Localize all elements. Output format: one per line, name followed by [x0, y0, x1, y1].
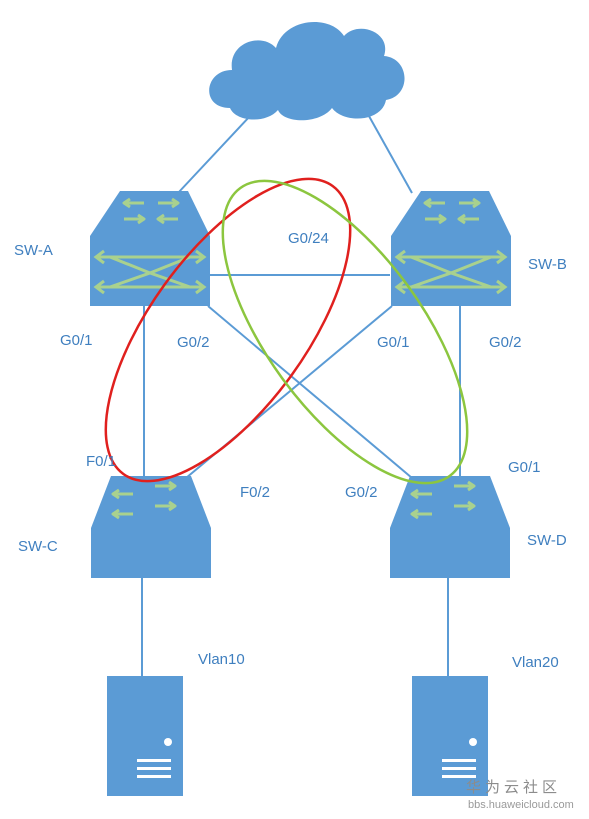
- port-label-b-g01: G0/1: [377, 334, 410, 351]
- sw-d-label: SW-D: [527, 532, 567, 549]
- port-label-d-g01: G0/1: [508, 459, 541, 476]
- core-switch-icon: [90, 191, 210, 306]
- red-loop: [104, 177, 352, 483]
- green-loop: [221, 179, 469, 485]
- watermark-url: bbs.huaweicloud.com: [468, 799, 574, 811]
- vlan20-label: Vlan20: [512, 654, 559, 671]
- server-icon: [107, 676, 183, 796]
- server-icon: [412, 676, 488, 796]
- sw-b-label: SW-B: [528, 256, 567, 273]
- port-label-a-g01: G0/1: [60, 332, 93, 349]
- core-switch-icon: [391, 191, 511, 306]
- sw-c-label: SW-C: [18, 538, 58, 555]
- port-label-d-g02: G0/2: [345, 484, 378, 501]
- vlan10-label: Vlan10: [198, 651, 245, 668]
- port-label-c-f01: F0/1: [86, 453, 116, 470]
- port-label-a-b: G0/24: [288, 230, 329, 247]
- watermark-brand: 华为云社区: [466, 778, 561, 796]
- port-label-a-g02: G0/2: [177, 334, 210, 351]
- access-switch-icon: [91, 476, 211, 578]
- access-switch-icon: [390, 476, 510, 578]
- port-label-b-g02: G0/2: [489, 334, 522, 351]
- links: [141, 99, 461, 676]
- cloud-icon: [209, 22, 405, 121]
- link-sw-a-sw-d: [207, 305, 413, 479]
- port-label-c-f02: F0/2: [240, 484, 270, 501]
- sw-a-label: SW-A: [14, 242, 53, 259]
